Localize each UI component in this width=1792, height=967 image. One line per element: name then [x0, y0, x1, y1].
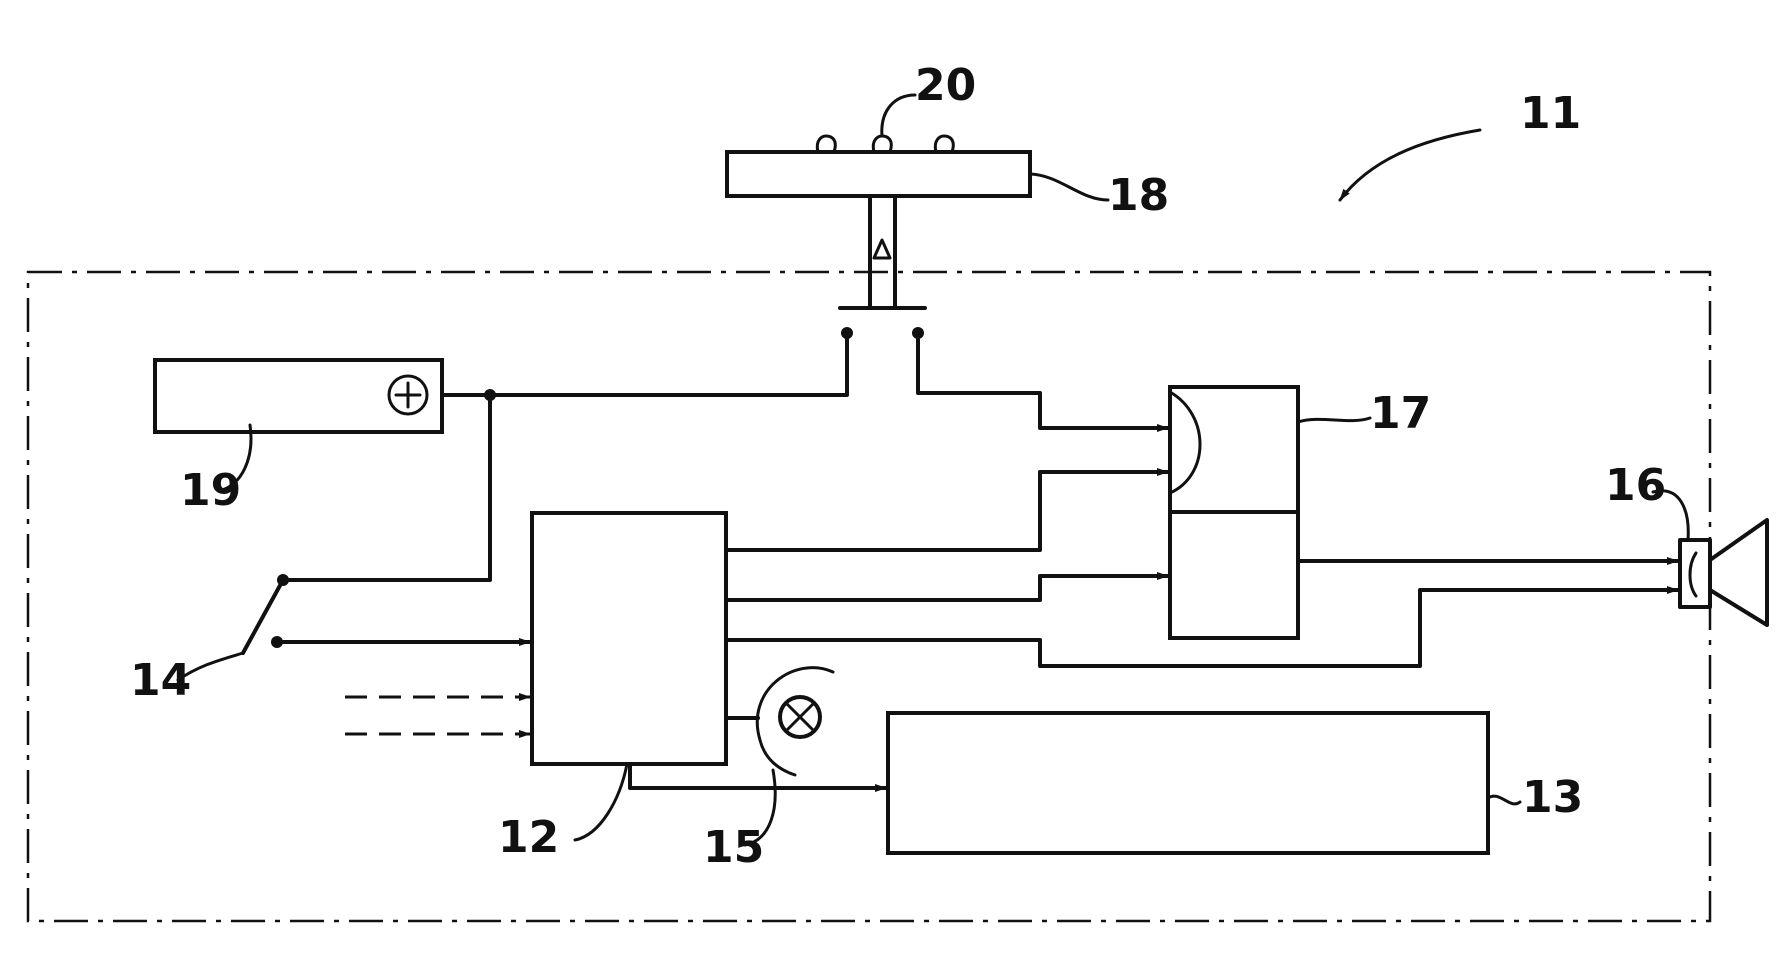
- leader-20: [882, 95, 915, 136]
- lamp-icon-cross: [786, 703, 814, 731]
- wire-controller-module-upper: [726, 472, 1168, 550]
- ref-label-16: 16: [1605, 460, 1666, 511]
- post-connector: [870, 196, 895, 308]
- ref-label-12: 12: [498, 812, 559, 863]
- ref-label-14: 14: [130, 655, 191, 706]
- wire-controller-module-lower: [726, 576, 1168, 600]
- ref-label-13: 13: [1522, 772, 1583, 823]
- ref-label-18: 18: [1108, 170, 1169, 221]
- ref-label-20: 20: [915, 60, 976, 111]
- wire-controller-output: [630, 764, 886, 788]
- controller-block: [532, 513, 726, 764]
- post-arrowhead: [874, 240, 890, 258]
- leader-12: [575, 764, 627, 840]
- ref-label-17: 17: [1370, 388, 1431, 439]
- ref-label-15: 15: [703, 822, 764, 873]
- wire-contact-module: [918, 333, 1168, 428]
- output-block: [888, 713, 1488, 853]
- wire-battery-contact: [490, 333, 847, 395]
- leader-17: [1298, 418, 1370, 422]
- leader-11: [1340, 130, 1480, 200]
- panel-bump-2: [873, 136, 891, 152]
- leader-13: [1488, 796, 1520, 804]
- panel-bump-1: [817, 136, 835, 152]
- leader-18: [1030, 174, 1108, 200]
- speaker-cone: [1710, 520, 1767, 625]
- ref-label-19: 19: [180, 465, 241, 516]
- ref-label-11: 11: [1520, 88, 1581, 139]
- panel-bump-3: [935, 136, 953, 152]
- speaker-coil: [1690, 553, 1696, 596]
- panel-block: [727, 152, 1030, 196]
